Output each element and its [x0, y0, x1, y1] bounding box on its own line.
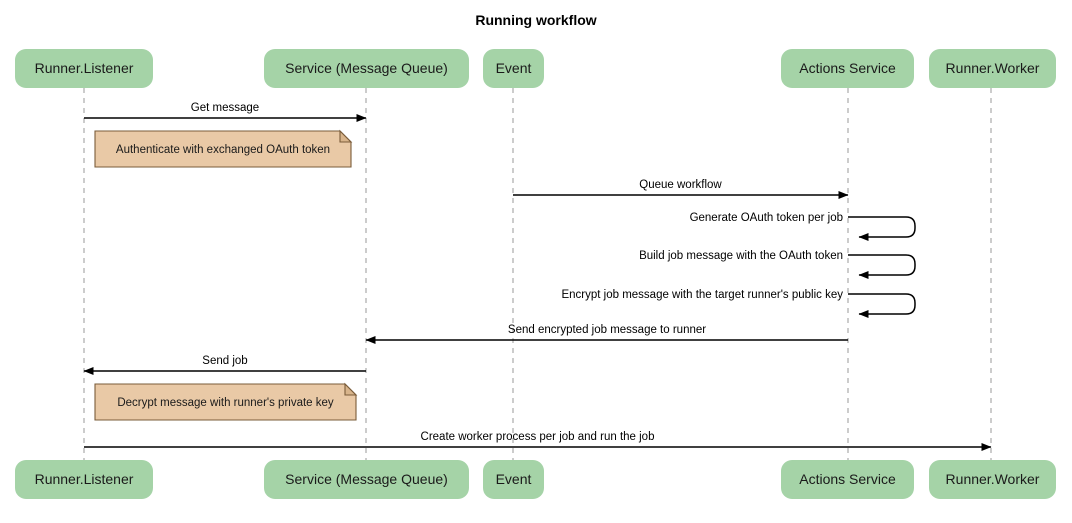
note-fold-corner-icon	[339, 129, 353, 143]
message-get-message[interactable]: Get message	[84, 102, 367, 122]
participant-label: Runner.Listener	[35, 471, 134, 487]
self-loop-path	[848, 254, 916, 279]
message-build-job-message[interactable]: Build job message with the OAuth token	[639, 250, 916, 279]
participant-box	[264, 460, 469, 499]
participant-event-header[interactable]: Event	[483, 49, 544, 88]
message-encrypt-job[interactable]: Encrypt job message with the target runn…	[561, 289, 916, 318]
participant-box	[929, 460, 1056, 499]
participant-actions-service-header[interactable]: Actions Service	[781, 49, 914, 88]
participant-box	[15, 49, 153, 88]
note-body	[94, 383, 357, 421]
message-generate-token[interactable]: Generate OAuth token per job	[690, 212, 916, 241]
participant-label: Event	[496, 60, 532, 76]
participant-runner-worker-footer[interactable]: Runner.Worker	[929, 460, 1056, 499]
participant-runner-listener-footer[interactable]: Runner.Listener	[15, 460, 153, 499]
message-label: Create worker process per job and run th…	[421, 431, 655, 443]
self-loop-path	[848, 216, 916, 241]
message-label: Queue workflow	[639, 179, 722, 191]
note-authenticate: Authenticate with exchanged OAuth token	[94, 129, 353, 168]
participant-box	[929, 49, 1056, 88]
message-label: Build job message with the OAuth token	[639, 250, 843, 262]
participant-label: Actions Service	[799, 471, 896, 487]
message-label: Send job	[202, 355, 247, 367]
participant-box	[781, 49, 914, 88]
participant-label: Service (Message Queue)	[285, 60, 448, 76]
message-queue-workflow[interactable]: Queue workflow	[513, 179, 849, 199]
note-label: Decrypt message with runner's private ke…	[117, 397, 334, 409]
note-fold-corner-icon	[344, 382, 358, 396]
note-body	[94, 130, 352, 168]
participant-service-mq-header[interactable]: Service (Message Queue)	[264, 49, 469, 88]
message-label: Generate OAuth token per job	[690, 212, 843, 224]
participant-runner-worker-header[interactable]: Runner.Worker	[929, 49, 1056, 88]
participant-label: Runner.Listener	[35, 60, 134, 76]
participant-label: Service (Message Queue)	[285, 471, 448, 487]
message-label: Encrypt job message with the target runn…	[561, 289, 843, 301]
participant-event-footer[interactable]: Event	[483, 460, 544, 499]
lifelines-layer	[83, 88, 992, 460]
participant-box	[483, 460, 544, 499]
participant-service-mq-footer[interactable]: Service (Message Queue)	[264, 460, 469, 499]
page-title: Running workflow	[475, 12, 596, 28]
participant-label: Runner.Worker	[946, 60, 1040, 76]
participant-label: Runner.Worker	[946, 471, 1040, 487]
message-send-job[interactable]: Send job	[83, 355, 366, 375]
message-create-worker[interactable]: Create worker process per job and run th…	[84, 431, 992, 451]
participant-actions-service-footer[interactable]: Actions Service	[781, 460, 914, 499]
participant-runner-listener-header[interactable]: Runner.Listener	[15, 49, 153, 88]
notes-layer: Authenticate with exchanged OAuth tokenD…	[94, 129, 358, 421]
participant-label: Event	[496, 471, 532, 487]
message-label: Send encrypted job message to runner	[508, 324, 706, 336]
participant-box	[264, 49, 469, 88]
participant-label: Actions Service	[799, 60, 896, 76]
note-label: Authenticate with exchanged OAuth token	[116, 144, 330, 156]
participant-box	[15, 460, 153, 499]
self-loop-path	[848, 293, 916, 318]
note-decrypt: Decrypt message with runner's private ke…	[94, 382, 358, 421]
participant-box	[781, 460, 914, 499]
participant-box	[483, 49, 544, 88]
message-label: Get message	[191, 102, 259, 114]
message-send-encrypted[interactable]: Send encrypted job message to runner	[365, 324, 848, 344]
